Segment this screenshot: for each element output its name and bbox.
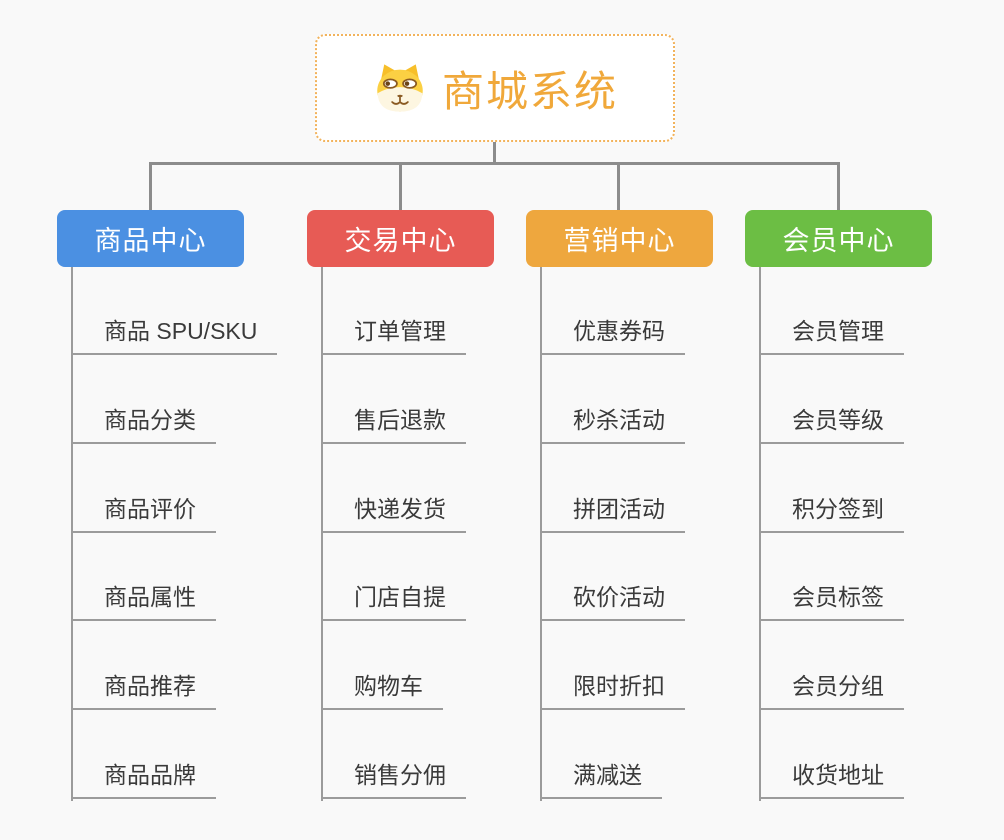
branch-node-marketing-center[interactable]: 营销中心: [526, 210, 713, 267]
branch-label: 会员中心: [782, 226, 895, 256]
leaf-node[interactable]: 砍价活动: [540, 584, 685, 621]
column-line-trade: [321, 266, 323, 801]
connector-root-stub: [493, 142, 496, 164]
root-title: 商城系统: [441, 67, 618, 115]
column-line-products: [71, 266, 73, 801]
leaf-node[interactable]: 会员管理: [759, 318, 904, 355]
leaf-node[interactable]: 商品推荐: [71, 673, 216, 710]
branch-label: 营销中心: [563, 226, 676, 256]
leaf-node[interactable]: 订单管理: [321, 318, 466, 355]
leaf-node[interactable]: 销售分佣: [321, 762, 466, 799]
leaf-node[interactable]: 会员等级: [759, 407, 904, 444]
doge-face-icon: [377, 64, 423, 112]
leaf-node[interactable]: 限时折扣: [540, 673, 685, 710]
leaf-node[interactable]: 会员分组: [759, 673, 904, 710]
leaf-node[interactable]: 收货地址: [759, 762, 904, 799]
branch-node-member-center[interactable]: 会员中心: [745, 210, 932, 267]
column-line-members: [759, 266, 761, 801]
leaf-node[interactable]: 会员标签: [759, 584, 904, 621]
leaf-node[interactable]: 售后退款: [321, 407, 466, 444]
leaf-node[interactable]: 商品属性: [71, 584, 216, 621]
leaf-node[interactable]: 商品品牌: [71, 762, 216, 799]
column-line-marketing: [540, 266, 542, 801]
connector-drop-branch-2: [399, 162, 402, 211]
leaf-node[interactable]: 秒杀活动: [540, 407, 685, 444]
leaf-node[interactable]: 门店自提: [321, 584, 466, 621]
leaf-node[interactable]: 商品分类: [71, 407, 216, 444]
connector-drop-branch-1: [149, 162, 152, 211]
connector-trunk-horizontal: [149, 162, 840, 165]
branch-label: 商品中心: [94, 226, 207, 256]
connector-drop-branch-3: [617, 162, 620, 211]
leaf-node[interactable]: 购物车: [321, 673, 443, 710]
branch-node-products-center[interactable]: 商品中心: [57, 210, 244, 267]
leaf-node[interactable]: 优惠券码: [540, 318, 685, 355]
branch-label: 交易中心: [344, 226, 457, 256]
root-node-mall-system[interactable]: 商城系统: [315, 34, 675, 142]
leaf-node[interactable]: 拼团活动: [540, 496, 685, 533]
leaf-node[interactable]: 商品评价: [71, 496, 216, 533]
leaf-node[interactable]: 满减送: [540, 762, 662, 799]
branch-node-trade-center[interactable]: 交易中心: [307, 210, 494, 267]
leaf-node[interactable]: 商品 SPU/SKU: [71, 318, 278, 355]
leaf-node[interactable]: 积分签到: [759, 496, 904, 533]
leaf-node[interactable]: 快递发货: [321, 496, 466, 533]
connector-drop-branch-4: [837, 162, 840, 211]
